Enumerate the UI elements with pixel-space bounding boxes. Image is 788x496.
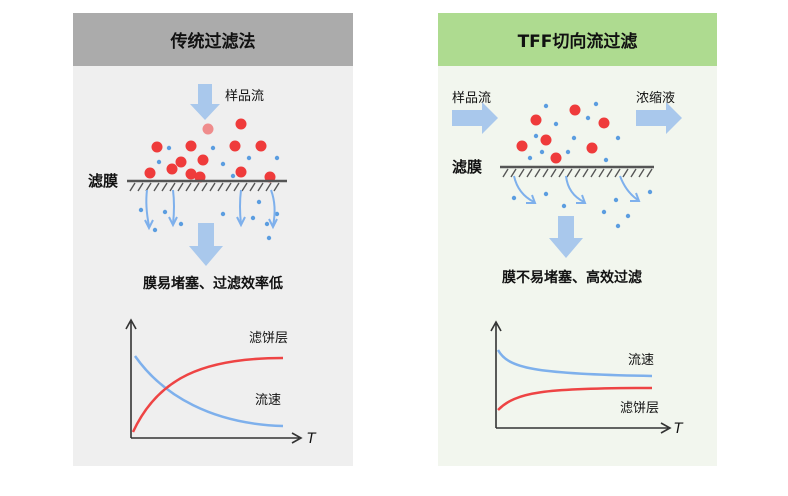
large-particle [516,140,528,152]
traditional-filtration-title: 传统过滤法 [73,13,353,66]
traditional-graph: T 滤饼层 流速 [125,318,317,447]
permeate-arrows [144,189,278,231]
large-particle [550,152,562,164]
large-particle [175,156,187,168]
large-particle [530,114,542,126]
traditional-caption: 膜易堵塞、过滤效率低 [143,275,283,292]
small-particles [138,145,280,241]
large-particles [516,104,610,164]
traditional-filtration-panel: 传统过滤法 样品流 [73,13,353,466]
cake-layer-label: 滤饼层 [620,401,659,416]
large-particles [144,118,276,183]
large-particle [229,140,241,152]
cake-curve [131,356,284,433]
large-particle [185,168,197,180]
large-particle [166,163,178,175]
large-particle [235,118,247,130]
retentate-arrow [636,102,682,134]
cake-curve [497,386,653,411]
large-particle [586,142,598,154]
large-particle [255,140,267,152]
flux-curve [496,349,653,378]
sample-flow-label: 样品流 [225,89,264,104]
time-axis-label: T [307,431,317,447]
traditional-filtration-diagram: 样品流 滤膜 [88,84,317,447]
large-particle [144,167,156,179]
x-axis-arrowhead [291,432,303,444]
tff-caption: 膜不易堵塞、高效过滤 [502,269,642,286]
sample-flow-arrow [190,84,220,120]
membrane-hatch [129,182,280,192]
large-particle [185,140,197,152]
flux-curve [133,355,284,428]
large-particle [197,154,209,166]
flux-label: 流速 [255,393,281,408]
membrane-hatch [502,168,653,178]
membrane-label: 滤膜 [88,172,118,190]
large-particle [235,166,247,178]
cake-layer-label: 滤饼层 [249,331,288,346]
x-axis-arrowhead [660,422,672,434]
large-particle [202,123,214,135]
large-particle [598,117,610,129]
tff-filtration-panel: TFF切向流过滤 样品流 浓缩液 滤膜 [438,13,717,466]
tff-filtration-diagram: 样品流 浓缩液 滤膜 [452,90,684,437]
flux-label: 流速 [628,353,654,368]
retentate-label: 浓缩液 [636,90,675,106]
large-particle [540,134,552,146]
permeate-arrows [513,175,641,204]
y-axis-arrowhead [490,320,502,332]
time-axis-label: T [674,421,684,437]
sample-flow-arrow [452,102,498,134]
large-particle [569,104,581,116]
sample-flow-label: 样品流 [452,91,491,106]
output-arrow [549,216,583,258]
membrane-label: 滤膜 [452,158,482,176]
tff-filtration-title: TFF切向流过滤 [438,13,717,66]
small-particles [511,101,653,229]
y-axis-arrowhead [125,318,137,330]
output-arrow [189,223,223,266]
large-particle [151,141,163,153]
tff-graph: T 流速 滤饼层 [490,320,684,437]
